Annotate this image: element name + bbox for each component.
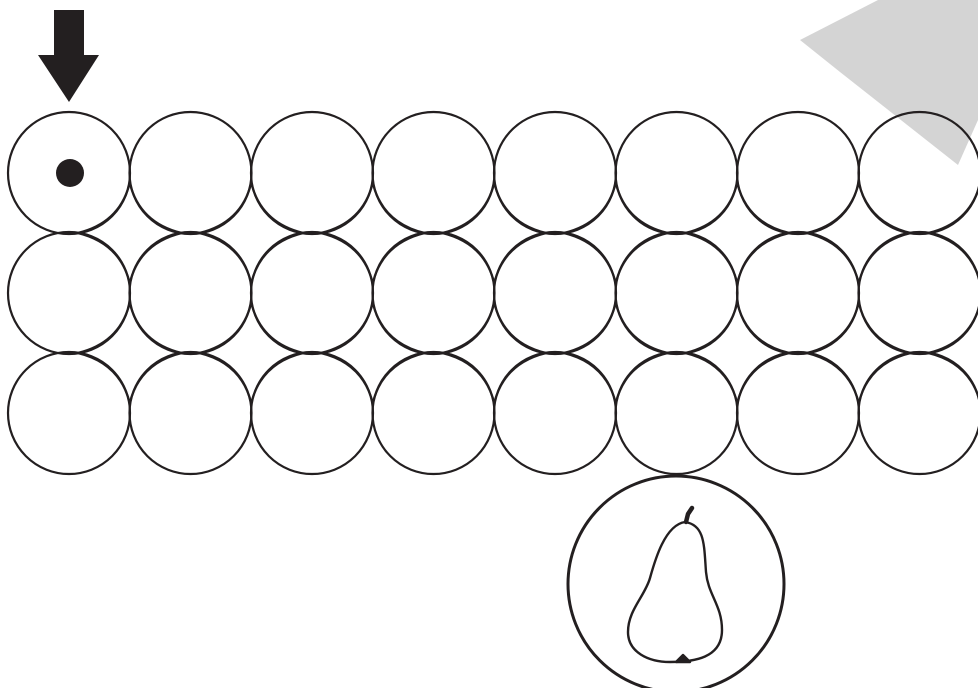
start-dot bbox=[56, 159, 84, 187]
